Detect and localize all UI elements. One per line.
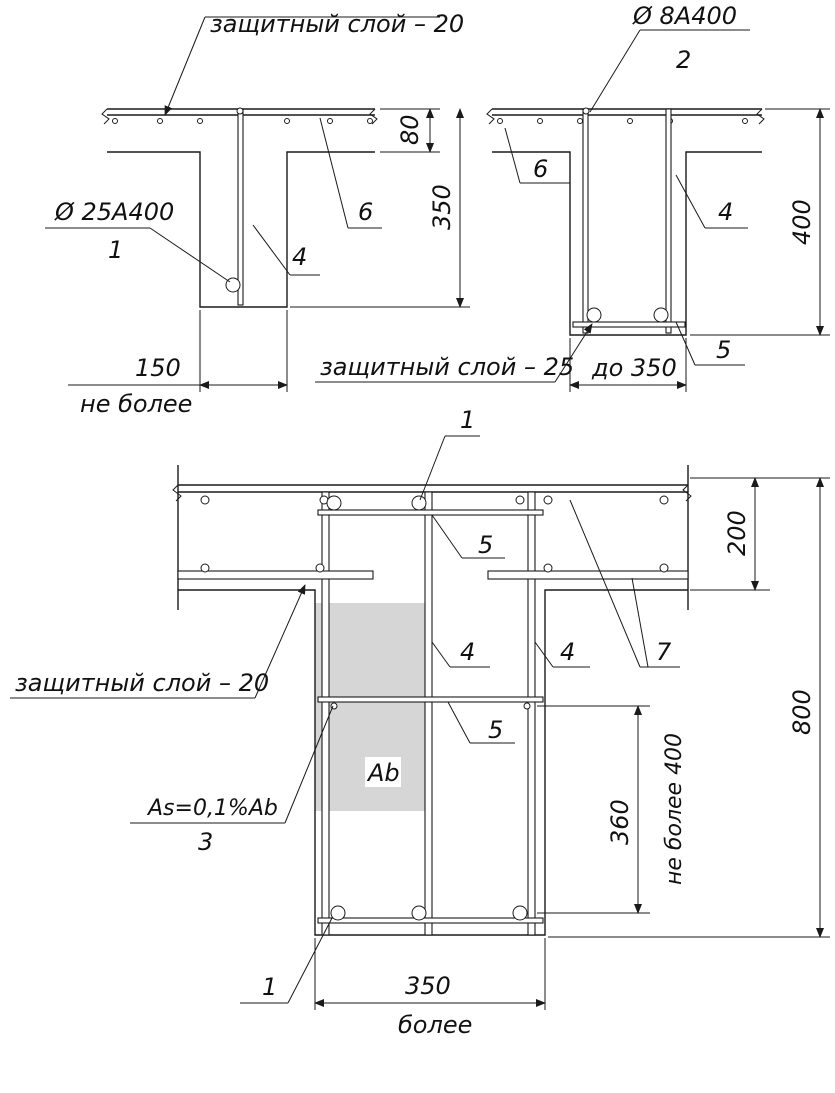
leader-mark5-lower [447, 701, 471, 744]
mark1-top: 1 [460, 406, 475, 434]
mark5-right: 5 [716, 336, 731, 364]
leader-mark4-left [252, 224, 291, 276]
leader-rebar-main [149, 227, 231, 283]
mark6-right: 6 [533, 155, 548, 183]
main-rebar-left [225, 277, 241, 293]
stirrup-num: 2 [676, 46, 691, 74]
mark4-left-bottom: 4 [460, 638, 475, 666]
leader-mark4-left-bottom [431, 641, 451, 668]
leader-stirrup [589, 29, 641, 113]
cover-bottom-label: защитный слой – 25 [320, 353, 574, 381]
slab-bars-left [112, 118, 373, 124]
dim-400-label: 400 [788, 199, 816, 245]
dim-150-label: 150 [135, 354, 181, 382]
leader-cover-bottom [554, 323, 593, 383]
cover-top-label: защитный слой – 20 [210, 10, 464, 38]
leader-cover-top [164, 16, 206, 116]
leader-mark7-b [631, 577, 649, 668]
dim-80-label: 80 [396, 114, 424, 145]
mark4-right: 4 [718, 198, 733, 226]
leader-mark1-bottom [287, 917, 333, 1004]
leader-mark7-a [569, 499, 641, 668]
bottom-bars [177, 491, 689, 936]
leader-mark5-upper [431, 514, 463, 559]
leader-mark4-right-bottom [534, 641, 554, 668]
leader-mark4-right [675, 174, 706, 229]
mark4-left: 4 [292, 243, 307, 271]
cover-side-label: защитный слой – 20 [15, 669, 269, 697]
stirrup-label: Ø 8А400 [632, 2, 737, 30]
leader-cover-side [254, 584, 306, 699]
dim-350-bottom-note: более [398, 1011, 472, 1039]
slab-outline-right [486, 108, 765, 336]
dim-350-bottom-label: 350 [405, 972, 451, 1000]
mark6-left: 6 [358, 198, 373, 226]
leader-mark6-right [504, 127, 521, 184]
dim-150-note: не более [80, 390, 192, 418]
leader-mark6-left [319, 117, 349, 229]
dim-360-label: 360 [606, 799, 634, 845]
rebar-main-label: Ø 25А400 [54, 198, 174, 226]
area-ab-label: Ab [366, 759, 400, 787]
slab-bars-right [497, 118, 748, 124]
mark7: 7 [656, 638, 672, 666]
as-formula: As=0,1%Ab [146, 796, 278, 821]
mark5-upper: 5 [478, 531, 493, 559]
as-num: 3 [198, 828, 213, 856]
section-top-right: Ø 8А400 2 6 4 5 400 защитный слой – 25 д… [315, 2, 830, 392]
section-bottom: Ab [10, 406, 830, 1039]
rib-stirrup-left [236, 107, 244, 306]
dim-350-label: 350 [428, 184, 456, 230]
leader-as [284, 705, 334, 824]
mark5-lower: 5 [488, 716, 503, 744]
mark4-right-bottom: 4 [560, 638, 575, 666]
rib-cage-right [572, 107, 686, 334]
leader-mark1-top [419, 435, 446, 501]
dim-800-label: 800 [788, 689, 816, 735]
mark1-bottom: 1 [262, 973, 277, 1001]
dim-200-label: 200 [723, 510, 751, 556]
rebar-main-num: 1 [108, 236, 123, 264]
dim-360-note: не более 400 [662, 733, 687, 885]
section-top-left: защитный слой – 20 Ø 25А400 1 4 6 80 350… [45, 10, 470, 418]
width-note: до 350 [591, 354, 677, 382]
